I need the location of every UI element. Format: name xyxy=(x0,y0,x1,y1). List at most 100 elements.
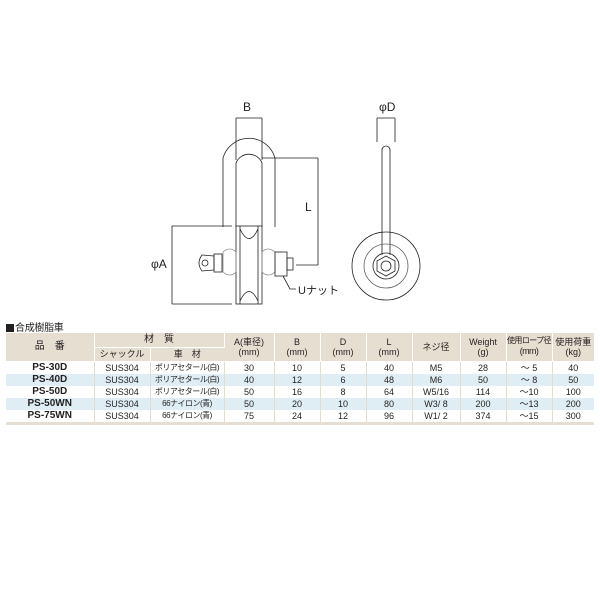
dim-label-b: B xyxy=(243,100,252,114)
black-square-bullet-icon xyxy=(6,323,14,332)
cell-load: 50 xyxy=(552,373,594,386)
cell-part-no: PS-40D xyxy=(6,373,95,386)
shackle-inner xyxy=(235,153,263,227)
cell-l: 64 xyxy=(366,385,413,398)
table-row: PS-40D SUS304 ポリアセタール(白) 40 12 6 48 M6 5… xyxy=(6,373,594,386)
hex-nut xyxy=(376,255,396,277)
cell-load: 100 xyxy=(565,386,581,397)
pulley-diagram-svg xyxy=(171,117,421,305)
header-b-label: B xyxy=(293,336,300,347)
cell-shackle: SUS304 xyxy=(94,385,151,398)
cell-load: 40 xyxy=(568,362,579,373)
cell-thread: W3/ 8 xyxy=(412,397,461,410)
cell-l: 96 xyxy=(366,409,413,425)
section-title: 合成樹脂車 xyxy=(6,319,64,334)
cell-l: 40 xyxy=(366,361,413,374)
cell-weight: 28 xyxy=(460,361,507,374)
header-weight-label: Weight xyxy=(469,336,497,347)
header-weight-unit: (g) xyxy=(477,346,489,357)
cell-part-no: PS-30D xyxy=(6,361,95,374)
cell-shackle: SUS304 xyxy=(94,373,151,386)
cell-a: 75 xyxy=(224,409,275,425)
header-load-label: 使用荷重 xyxy=(555,336,592,347)
cell-d: 10 xyxy=(320,397,367,410)
cell-a: 50 xyxy=(224,385,275,398)
cell-b: 16 xyxy=(274,385,321,398)
cell-d: 12 xyxy=(320,409,367,425)
cell-rope: ～10 xyxy=(506,385,553,398)
cell-wheel: ポリアセタール(白) xyxy=(150,361,225,374)
cell-rope: ～ 8 xyxy=(506,373,553,386)
cell-wheel: 66ナイロン(青) xyxy=(150,397,225,410)
cell-part-no: PS-50D xyxy=(6,385,95,398)
cell-d: 8 xyxy=(320,385,367,398)
cell-b: 20 xyxy=(274,397,321,410)
section-title-text: 合成樹脂車 xyxy=(15,323,64,334)
header-thread: ネジ径 xyxy=(412,333,461,362)
header-a-label: A(車径) xyxy=(234,336,264,347)
cell-thread: M6 xyxy=(412,373,461,386)
table-row: PS-30D SUS304 ポリアセタール(白) 30 10 5 40 M5 2… xyxy=(6,361,594,374)
cell-l: 80 xyxy=(366,397,413,410)
cell-rope: ～15 xyxy=(506,409,553,425)
cell-b: 10 xyxy=(274,361,321,374)
shackle-side xyxy=(381,145,391,255)
header-d-unit: (mm) xyxy=(332,346,354,357)
dim-label-phi-d: φD xyxy=(379,100,396,114)
header-b-unit: (mm) xyxy=(286,346,308,357)
shackle-outer xyxy=(222,137,276,227)
header-shackle: シャックル xyxy=(94,347,151,362)
cell-a: 50 xyxy=(224,397,275,410)
cell-part-no: PS-75WN xyxy=(6,409,95,425)
pulley-technical-drawing: B L φA φD Uナット xyxy=(151,100,421,305)
header-rope-label: 使用ロープ径 xyxy=(507,336,552,346)
u-nut-label: Uナット xyxy=(298,285,339,297)
cell-rope: ～13 xyxy=(506,397,553,410)
header-l: L(mm) xyxy=(366,333,413,362)
header-a-unit: (mm) xyxy=(238,346,260,357)
cell-wheel: 66ナイロン(青) xyxy=(150,409,225,425)
header-l-label: L xyxy=(386,336,392,347)
cell-d: 6 xyxy=(320,373,367,386)
wheel-groove xyxy=(363,243,409,289)
cell-rope: ～ 5 xyxy=(506,361,553,374)
cell-weight: 114 xyxy=(460,385,507,398)
cell-shackle: SUS304 xyxy=(94,409,151,425)
dim-label-phi-a: φA xyxy=(151,257,167,271)
cell-l: 48 xyxy=(366,373,413,386)
cell-d: 5 xyxy=(320,361,367,374)
cell-part-no: PS-50WN xyxy=(6,397,95,410)
cell-b: 12 xyxy=(274,373,321,386)
cell-b: 24 xyxy=(274,409,321,425)
header-part-no: 品 番 xyxy=(6,333,95,362)
cell-thread: W5/16 xyxy=(412,385,461,398)
header-rope-unit: (mm) xyxy=(519,346,539,357)
header-weight: Weight(g) xyxy=(460,333,507,362)
header-b: B(mm) xyxy=(274,333,321,362)
cell-wheel: ポリアセタール(白) xyxy=(150,373,225,386)
cell-a: 30 xyxy=(224,361,275,374)
header-material: 材 質 xyxy=(94,333,225,348)
header-a: A(車径)(mm) xyxy=(224,333,275,362)
header-d-label: D xyxy=(339,336,347,347)
table-row: PS-50D SUS304 ポリアセタール(白) 50 16 8 64 W5/1… xyxy=(6,385,594,398)
cell-load: 300 xyxy=(552,409,594,425)
cell-weight: 374 xyxy=(460,409,507,425)
cell-weight: 200 xyxy=(460,397,507,410)
table-row: PS-50WN SUS304 66ナイロン(青) 50 20 10 80 W3/… xyxy=(6,397,594,410)
cell-thread: W1/ 2 xyxy=(412,409,461,425)
cell-a: 40 xyxy=(224,373,275,386)
cell-weight: 50 xyxy=(460,373,507,386)
dim-label-l: L xyxy=(305,200,312,214)
cell-thread: M5 xyxy=(412,361,461,374)
header-wheel-material: 車 材 xyxy=(150,347,224,362)
cell-wheel: ポリアセタール(白) xyxy=(150,385,225,398)
spec-table: 品 番 材 質 A(車径)(mm) B(mm) D(mm) L(mm) ネジ径 … xyxy=(6,333,594,425)
header-load: 使用荷重(kg) xyxy=(552,333,594,362)
wheel-outer xyxy=(351,231,421,301)
header-rope: 使用ロープ径(mm) xyxy=(506,333,553,362)
cell-shackle: SUS304 xyxy=(94,361,151,374)
header-d: D(mm) xyxy=(320,333,367,362)
cell-shackle: SUS304 xyxy=(94,397,151,410)
table-row: PS-75WN SUS304 66ナイロン(青) 75 24 12 96 W1/… xyxy=(6,409,594,425)
